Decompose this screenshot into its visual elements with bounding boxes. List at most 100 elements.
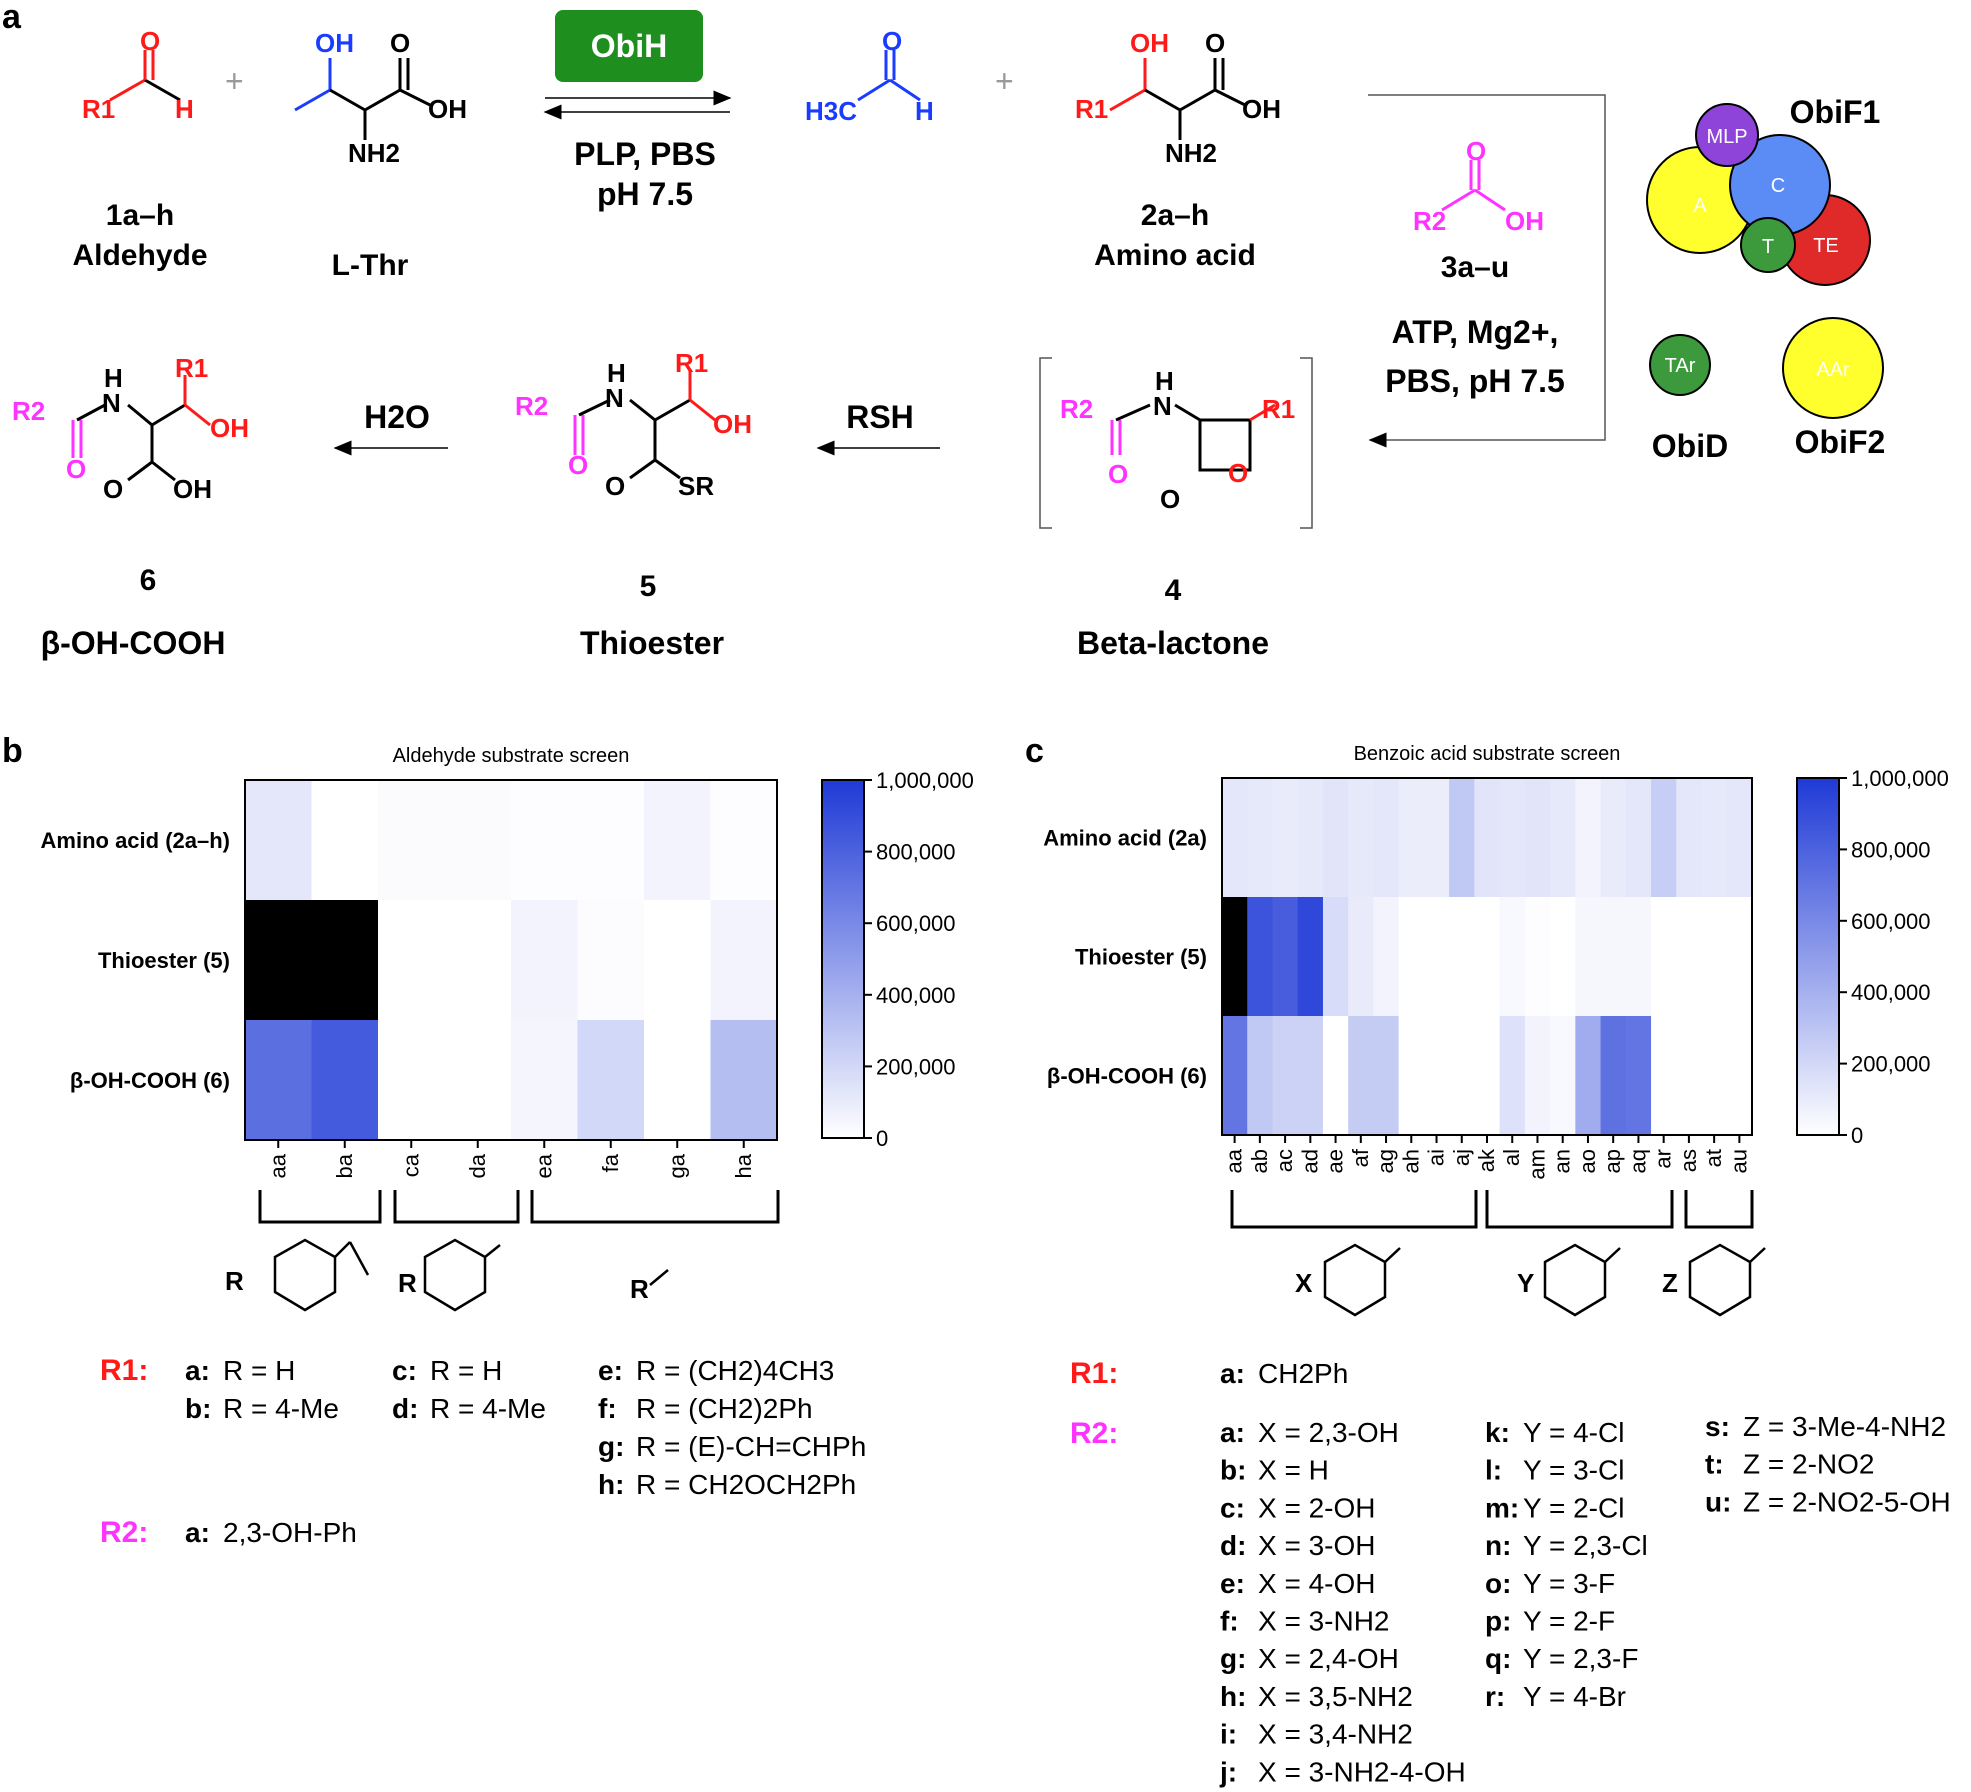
legend-value: Y = 3-F: [1523, 1568, 1615, 1599]
legend-value: R = H: [223, 1355, 295, 1386]
legend-value: Y = 2-F: [1523, 1606, 1615, 1637]
heatmap-cell: [1550, 1016, 1576, 1136]
plus-sign: +: [225, 63, 244, 99]
lactone-name: Beta-lactone: [1077, 625, 1269, 661]
activation-arrow: [1368, 94, 1606, 448]
atom-oh: OH: [1505, 206, 1544, 236]
atom-n: N: [605, 383, 624, 413]
legend-value: X = 2,3-OH: [1258, 1417, 1399, 1448]
x-tick-label: aq: [1625, 1149, 1650, 1173]
x-tick-label: aa: [265, 1153, 290, 1178]
atom-o: O: [1108, 459, 1128, 489]
heatmap-title: Aldehyde substrate screen: [393, 745, 630, 767]
amino-acid-number: 2a–h: [1141, 199, 1209, 232]
legend-value: Z = 3-Me-4-NH2: [1743, 1411, 1946, 1442]
x-tick-label: at: [1701, 1149, 1726, 1167]
legend-value: X = 4-OH: [1258, 1568, 1375, 1599]
legend-value: X = 3-NH2: [1258, 1606, 1390, 1637]
atom-oh: OH: [713, 409, 752, 439]
legend-key: l:: [1485, 1455, 1502, 1486]
threonine-structure: [294, 58, 431, 140]
benzyl-ring-structure: [273, 1238, 370, 1312]
heatmap-cell: [1474, 897, 1501, 1017]
mlp-domain: MLP: [1706, 126, 1747, 148]
heatmap-cell: [1625, 1016, 1652, 1136]
legend-value: R = (E)-CH=CHPh: [636, 1431, 866, 1462]
atom-nh2: NH2: [1165, 138, 1217, 168]
aldehyde-number: 1a–h: [106, 199, 174, 232]
heatmap-cell: [444, 1020, 512, 1141]
x-tick-label: da: [465, 1153, 490, 1178]
thr-name: L-Thr: [332, 249, 409, 282]
legend-key: h:: [598, 1469, 624, 1500]
heatmap-cell: [1676, 897, 1703, 1017]
x-tick-label: an: [1550, 1149, 1575, 1173]
heatmap-cell: [1676, 1016, 1703, 1136]
atom-o: O: [1466, 136, 1486, 166]
atom-nh2: NH2: [348, 138, 400, 168]
legend-key: p:: [1485, 1606, 1511, 1637]
heatmap-cell: [1600, 778, 1627, 898]
atom-oh: OH: [315, 28, 354, 58]
heatmap-cell: [1247, 897, 1273, 1017]
atom-o: O: [882, 26, 902, 56]
atom-r1: R1: [1262, 394, 1295, 424]
atom-nh-h: H: [607, 358, 626, 388]
heatmap-cell: [1222, 1016, 1248, 1136]
x-tick-label: ae: [1323, 1149, 1348, 1173]
colorbar-tick-label: 0: [876, 1126, 888, 1151]
atom-h: H: [175, 94, 194, 124]
heatmap-title: Benzoic acid substrate screen: [1354, 743, 1621, 765]
x-tick-label: af: [1348, 1148, 1373, 1167]
colorbar-tick-label: 1,000,000: [876, 768, 974, 793]
atom-nh-h: H: [104, 363, 123, 393]
x-tick-label: aa: [1222, 1148, 1247, 1173]
x-tick-label: ak: [1474, 1148, 1499, 1172]
heatmap-cell: [1524, 1016, 1551, 1136]
atom-o: O: [103, 474, 123, 504]
x-tick-label: ah: [1398, 1149, 1423, 1173]
legend-value: R = 4-Me: [223, 1393, 339, 1424]
r1-legend-label: R1:: [100, 1354, 148, 1387]
r2-legend-label: R2:: [100, 1516, 148, 1549]
colorbar-tick-label: 400,000: [876, 983, 956, 1008]
benzoic-acid-structure: [1441, 160, 1506, 212]
heatmap-row-label: Amino acid (2a): [1043, 826, 1207, 851]
obid-domain-bubble: [1649, 334, 1711, 396]
legend-key: c:: [1220, 1492, 1245, 1523]
heatmap-cell: [1272, 1016, 1299, 1136]
aldehyde-structure: [109, 50, 181, 102]
heatmap-row-label: Thioester (5): [1075, 945, 1207, 970]
r2-legend-label: R2:: [1070, 1417, 1118, 1450]
colorbar: [821, 779, 865, 1139]
atom-oh: OH: [173, 474, 212, 504]
legend-key: q:: [1485, 1643, 1511, 1674]
heatmap-cell: [1701, 1016, 1728, 1136]
legend-key: j:: [1219, 1756, 1237, 1787]
legend-key: d:: [1220, 1530, 1246, 1561]
r1-legend-label: R1:: [1070, 1357, 1118, 1390]
legend-key: g:: [1220, 1643, 1246, 1674]
atom-n: N: [102, 388, 121, 418]
legend-key: b:: [1220, 1455, 1246, 1486]
legend-key: a:: [1220, 1417, 1245, 1448]
c-domain: C: [1771, 175, 1785, 197]
atom-o: O: [605, 471, 625, 501]
atp-condition: ATP, Mg2+,: [1392, 314, 1559, 350]
legend-key: e:: [598, 1355, 623, 1386]
heatmap-cell: [1322, 897, 1349, 1017]
heatmap-cell: [710, 1020, 778, 1141]
legend-value: 2,3-OH-Ph: [223, 1517, 357, 1548]
atom-sr: SR: [678, 471, 714, 501]
legend-key: e:: [1220, 1568, 1245, 1599]
legend-value: Y = 3-Cl: [1523, 1455, 1624, 1486]
heatmap-cell: [644, 1020, 711, 1141]
x-ring-structure: [1323, 1243, 1401, 1317]
y-ring-structure: [1543, 1243, 1621, 1317]
heatmap-cell: [1676, 778, 1703, 898]
legend-key: a:: [185, 1355, 210, 1386]
legend-value: X = H: [1258, 1455, 1329, 1486]
colorbar-tick-label: 800,000: [1851, 837, 1931, 862]
